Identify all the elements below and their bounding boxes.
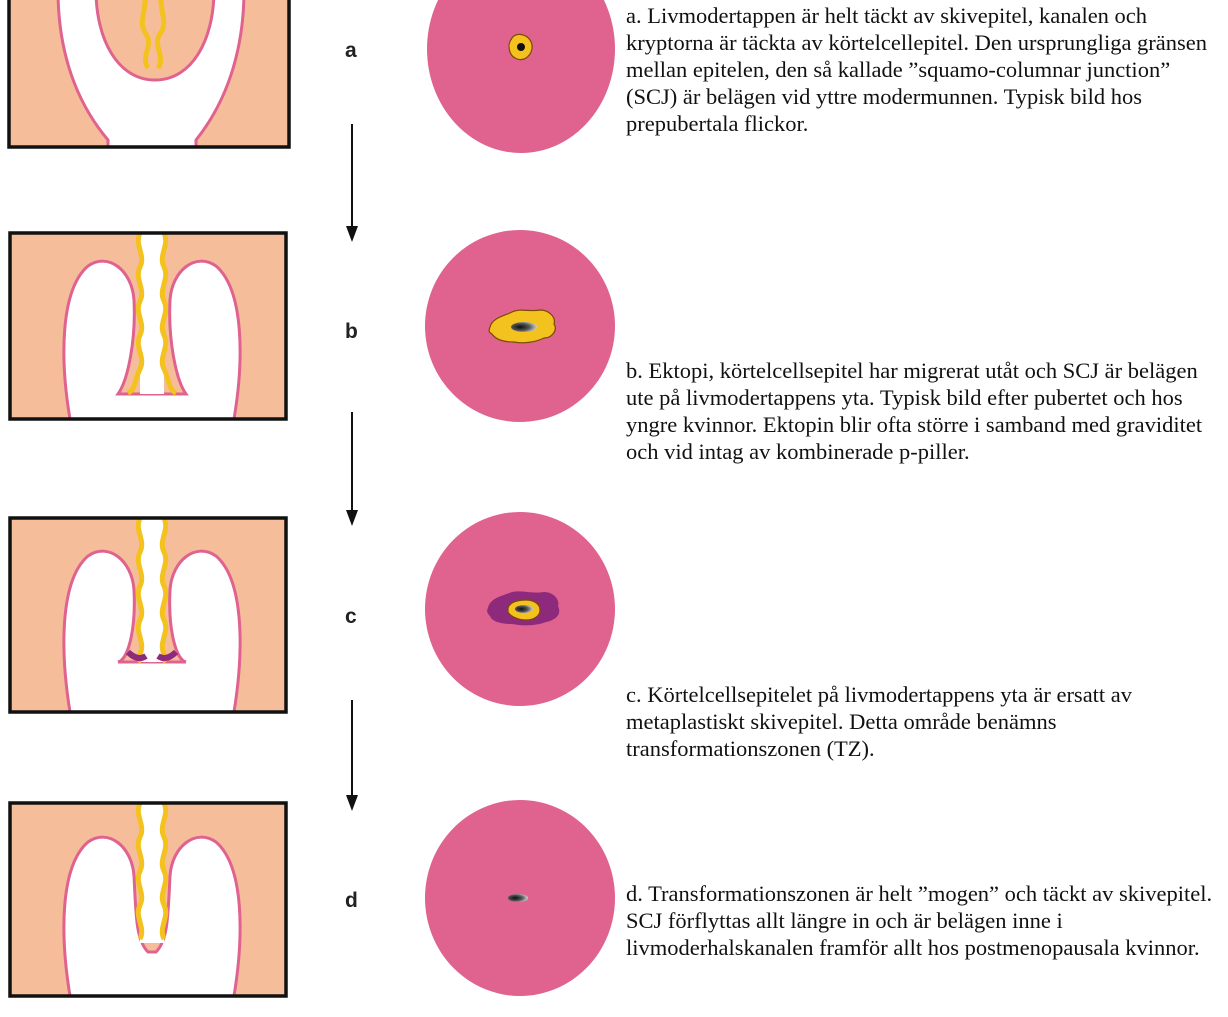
stage-letter-d: d bbox=[345, 889, 358, 912]
portio-front-view-c bbox=[425, 512, 615, 706]
cross-section-panel-a bbox=[8, 0, 289, 152]
stage-description-a: a. Livmodertappen är helt täckt av skive… bbox=[626, 2, 1226, 137]
cross-section-panel-c bbox=[10, 518, 286, 712]
arrow-c-to-d bbox=[346, 700, 358, 811]
cross-section-panel-d bbox=[10, 803, 286, 996]
arrow-b-to-c bbox=[346, 412, 358, 526]
cross-section-panel-b bbox=[10, 233, 286, 419]
arrow-a-to-b bbox=[346, 124, 358, 242]
stage-letter-b: b bbox=[345, 320, 358, 343]
stage-description-d: d. Transformationszonen är helt ”mogen” … bbox=[626, 880, 1226, 961]
stage-description-c: c. Körtelcellsepitelet på livmodertappen… bbox=[626, 681, 1226, 762]
portio-front-view-a bbox=[427, 0, 615, 153]
stage-letter-a: a bbox=[345, 39, 357, 62]
stage-letter-c: c bbox=[345, 605, 357, 628]
stage-description-b: b. Ektopi, körtelcellsepitel har migrera… bbox=[626, 357, 1226, 465]
portio-front-view-b bbox=[425, 230, 615, 422]
portio-front-view-d bbox=[425, 800, 615, 996]
